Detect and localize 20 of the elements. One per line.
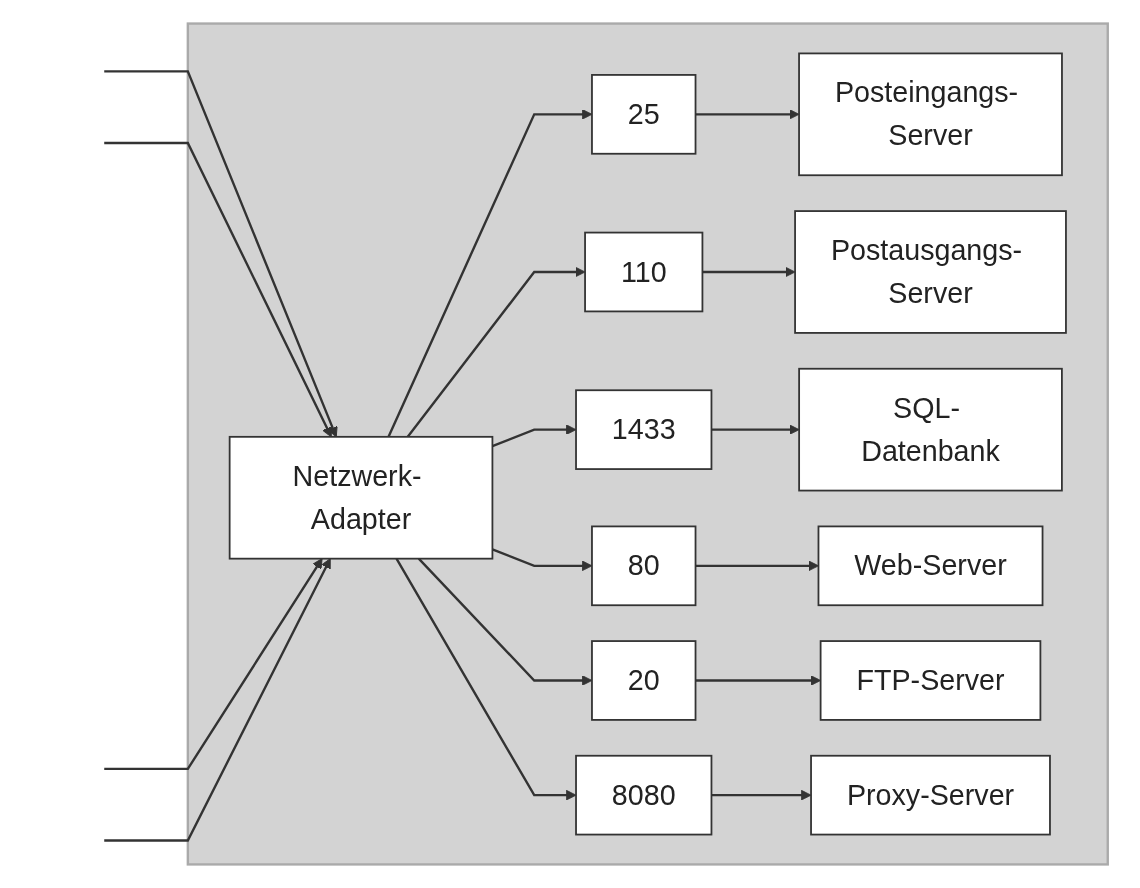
- node-box: Netzwerk- Adapter: [228, 435, 494, 560]
- arrow: [695, 675, 821, 686]
- node-box: Web-Server: [817, 525, 1044, 607]
- node-box: Posteingangs- Server: [798, 52, 1063, 177]
- cluster: [186, 22, 1109, 866]
- node-box: SQL- Datenbank: [798, 367, 1063, 492]
- arrow: [104, 70, 338, 438]
- node-box: 110: [584, 231, 704, 313]
- node-box: Proxy-Server: [810, 754, 1051, 836]
- node-box: FTP-Server: [819, 640, 1042, 721]
- arrow: [104, 141, 332, 438]
- arrow: [104, 558, 323, 771]
- arrow: [695, 560, 819, 572]
- node-box: Postausgangs- Server: [794, 210, 1067, 334]
- node-box: 8080: [574, 754, 713, 836]
- node-box: 80: [590, 525, 697, 607]
- node-box: 25: [590, 74, 697, 155]
- arrow: [104, 558, 331, 842]
- node-box: 20: [590, 640, 697, 721]
- node-box: 1433: [574, 389, 713, 470]
